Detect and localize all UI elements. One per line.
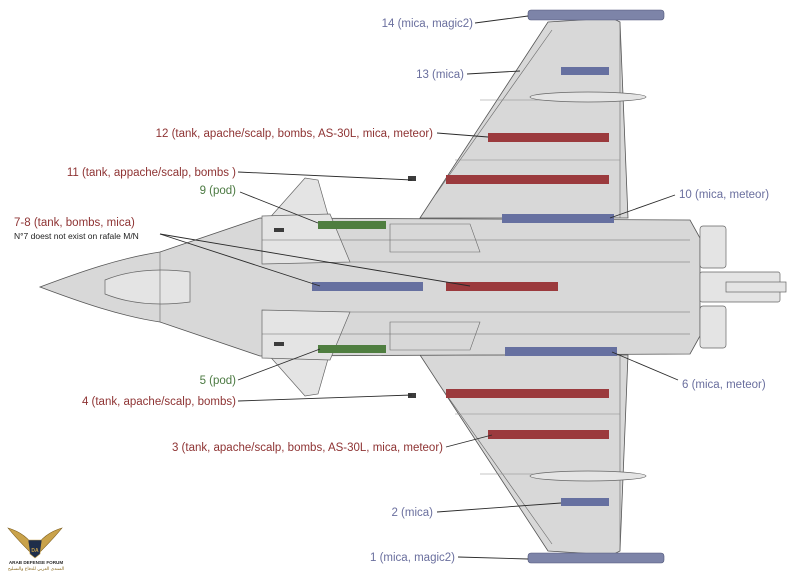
svg-text:DA: DA <box>31 548 39 554</box>
lower-fuel-tank-outline <box>529 470 647 482</box>
station-14-label: 14 (mica, magic2) <box>382 18 474 30</box>
station-11-bar <box>446 175 609 184</box>
wingtip-rail-upper <box>527 9 665 21</box>
station-5-bar <box>318 345 386 353</box>
station-2-bar <box>561 498 609 506</box>
station-6-bar <box>505 347 617 356</box>
station-4-label: 4 (tank, apache/scalp, bombs) <box>82 396 236 408</box>
station-2-label: 2 (mica) <box>391 507 433 519</box>
tail-boom <box>725 281 787 293</box>
lower-nozzle <box>699 305 727 349</box>
logo-text-en: ARAB DEFENSE FORUM <box>9 560 64 565</box>
station-10-bar <box>502 214 614 223</box>
station-13-bar <box>561 67 609 75</box>
station-labels: 14 (mica, magic2) 13 (mica) 12 (tank, ap… <box>14 18 769 564</box>
station-6-label: 6 (mica, meteor) <box>682 379 766 391</box>
eagle-emblem-icon: DA <box>7 527 63 559</box>
lower-wing <box>419 354 629 556</box>
station-9-label: 9 (pod) <box>200 185 237 197</box>
upper-fuel-tank-outline <box>529 91 647 103</box>
station-9-bar <box>318 221 386 229</box>
station-4-bar <box>446 389 609 398</box>
leader-lines <box>159 15 679 560</box>
station-10-label: 10 (mica, meteor) <box>679 189 769 201</box>
upper-wing <box>419 17 629 219</box>
logo-text-ar: المنتدى العربي للدفاع والتسليح <box>8 567 64 572</box>
station-1-label: 1 (mica, magic2) <box>370 552 455 564</box>
station-5-label: 5 (pod) <box>200 375 237 387</box>
arab-defense-forum-logo: DA ARAB DEFENSE FORUM المنتدى العربي للد… <box>7 527 64 572</box>
station-12-bar <box>488 133 609 142</box>
wingtip-rail-lower <box>527 552 665 564</box>
station-7-8-note: N°7 doest not exist on rafale M/N <box>14 231 139 241</box>
station-8-bar <box>446 282 558 291</box>
station-3-bar <box>488 430 609 439</box>
cockpit-canopy <box>104 269 191 305</box>
station-bars <box>312 67 617 506</box>
station-7-8-label: 7-8 (tank, bombs, mica) <box>14 217 135 229</box>
station-7-bar <box>312 282 423 291</box>
station-12-label: 12 (tank, apache/scalp, bombs, AS-30L, m… <box>156 128 434 140</box>
upper-nozzle <box>699 225 727 269</box>
station-13-label: 13 (mica) <box>416 69 464 81</box>
station-3-label: 3 (tank, apache/scalp, bombs, AS-30L, mi… <box>172 442 443 454</box>
station-11-label: 11 (tank, appache/scalp, bombs ) <box>67 167 236 179</box>
aircraft-planform <box>38 9 787 564</box>
